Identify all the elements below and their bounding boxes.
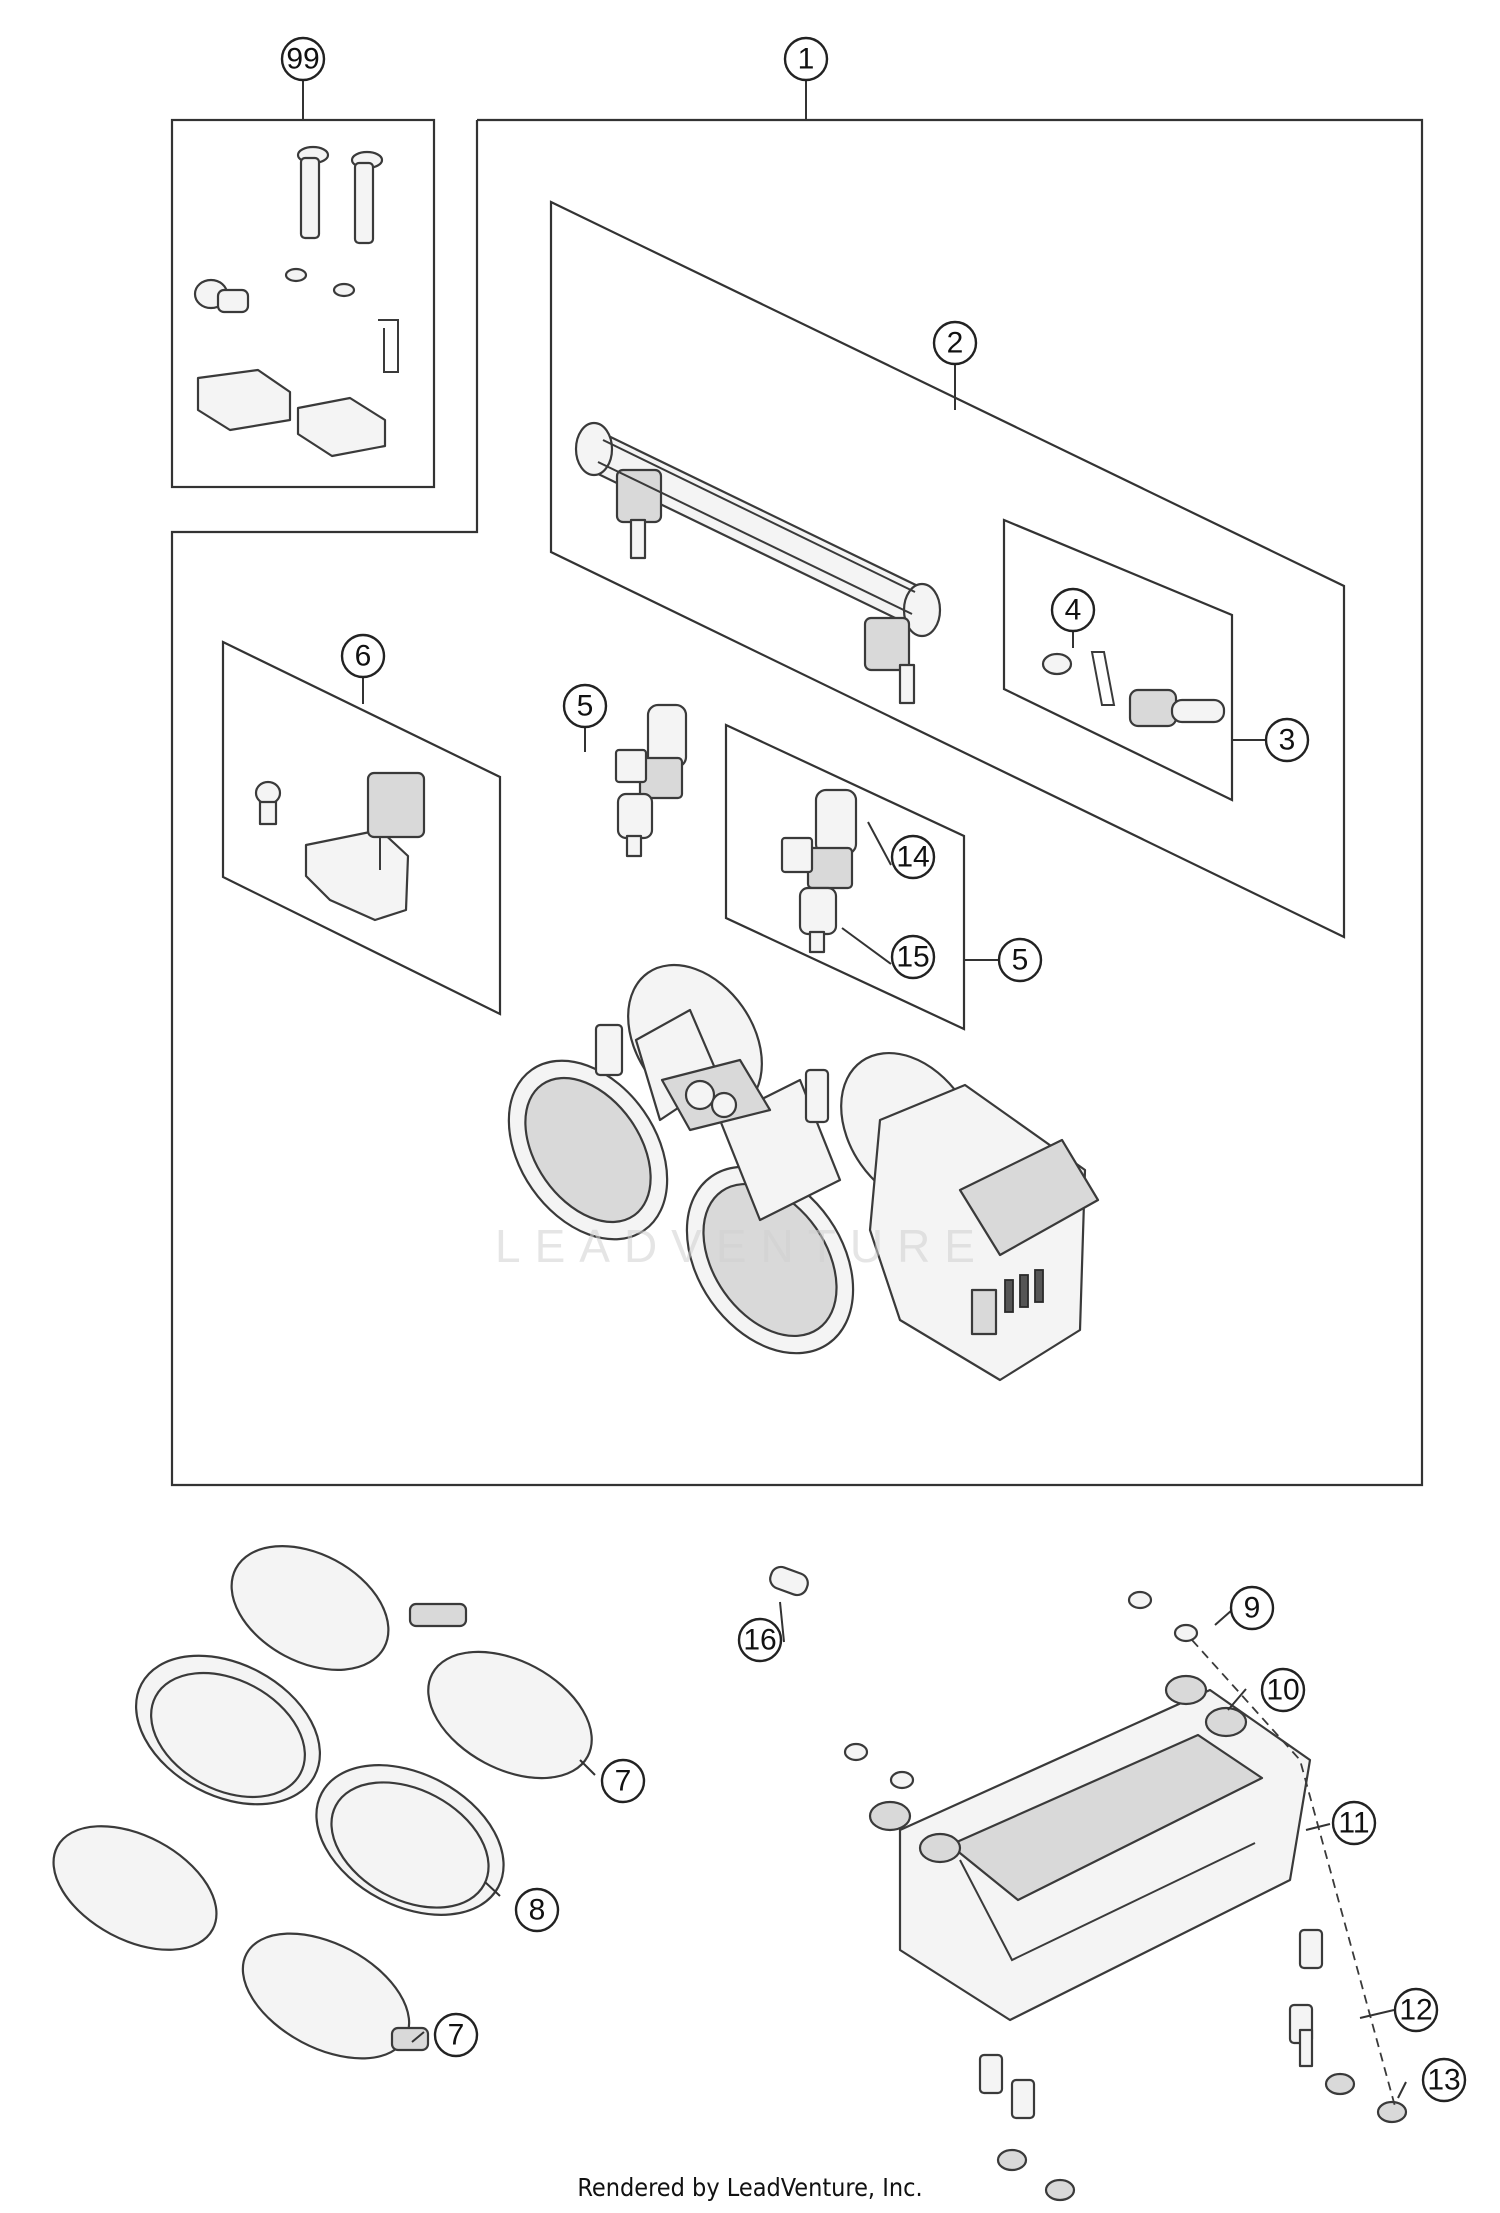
svg-text:1: 1 — [798, 43, 815, 76]
svg-text:3: 3 — [1279, 724, 1296, 757]
callout-7-top: 7 — [600, 1758, 646, 1804]
svg-text:12: 12 — [1399, 1994, 1432, 2027]
svg-text:6: 6 — [355, 640, 372, 673]
svg-text:2: 2 — [947, 327, 964, 360]
callout-99: 99 — [280, 36, 326, 82]
watermark: LEADVENTURE — [495, 1220, 989, 1272]
frame-kit-3 — [1002, 518, 1234, 802]
svg-text:13: 13 — [1427, 2064, 1460, 2097]
ecu-mount — [843, 1590, 1408, 2202]
fuel-injector — [614, 703, 688, 858]
svg-text:16: 16 — [743, 1624, 776, 1657]
dowel-pin — [769, 1565, 809, 1597]
svg-text:10: 10 — [1266, 1674, 1299, 1707]
svg-text:8: 8 — [529, 1894, 546, 1927]
frame-injector-5 — [724, 723, 966, 1031]
callout-leaders — [302, 80, 1407, 2099]
callout-16: 16 — [737, 1617, 783, 1663]
fuel-injector-assembly — [780, 788, 892, 965]
callout-12: 12 — [1393, 1987, 1439, 2033]
frame-sensor-6 — [221, 640, 502, 1016]
svg-text:99: 99 — [286, 43, 319, 76]
footer-credit: Rendered by LeadVenture, Inc. — [577, 2173, 922, 2202]
svg-text:7: 7 — [615, 1765, 632, 1798]
callout-10: 10 — [1260, 1667, 1306, 1713]
svg-text:15: 15 — [896, 941, 929, 974]
frame-fuel-rail-2 — [549, 200, 1346, 939]
svg-text:11: 11 — [1338, 1807, 1369, 1840]
callout-8: 8 — [514, 1887, 560, 1933]
svg-text:14: 14 — [896, 841, 929, 874]
callout-14: 14 — [890, 834, 936, 880]
hose-clamps-and-boots — [52, 1545, 593, 2060]
callout-4: 4 — [1050, 587, 1096, 633]
svg-text:9: 9 — [1244, 1592, 1261, 1625]
callout-9: 9 — [1229, 1585, 1275, 1631]
callout-13: 13 — [1421, 2057, 1467, 2103]
frame-assembly-1 — [170, 118, 1424, 1487]
callout-5-injector: 5 — [562, 683, 608, 729]
callout-1: 1 — [783, 36, 829, 82]
svg-text:4: 4 — [1065, 594, 1082, 627]
svg-text:7: 7 — [448, 2019, 465, 2052]
fuel-rail-fitting-kit — [1041, 651, 1226, 728]
svg-text:5: 5 — [577, 690, 594, 723]
throttle-body — [507, 963, 1100, 1382]
callout-6: 6 — [340, 633, 386, 679]
callout-11: 11 — [1331, 1800, 1377, 1846]
callout-2: 2 — [932, 320, 978, 366]
fuel-rail — [574, 421, 942, 705]
callout-5-frame: 5 — [997, 937, 1043, 983]
callout-3: 3 — [1264, 717, 1310, 763]
callout-7-bottom: 7 — [433, 2012, 479, 2058]
callout-15: 15 — [890, 934, 936, 980]
map-sensor — [254, 771, 426, 922]
kit-99-parts — [193, 145, 399, 458]
svg-text:5: 5 — [1012, 944, 1029, 977]
